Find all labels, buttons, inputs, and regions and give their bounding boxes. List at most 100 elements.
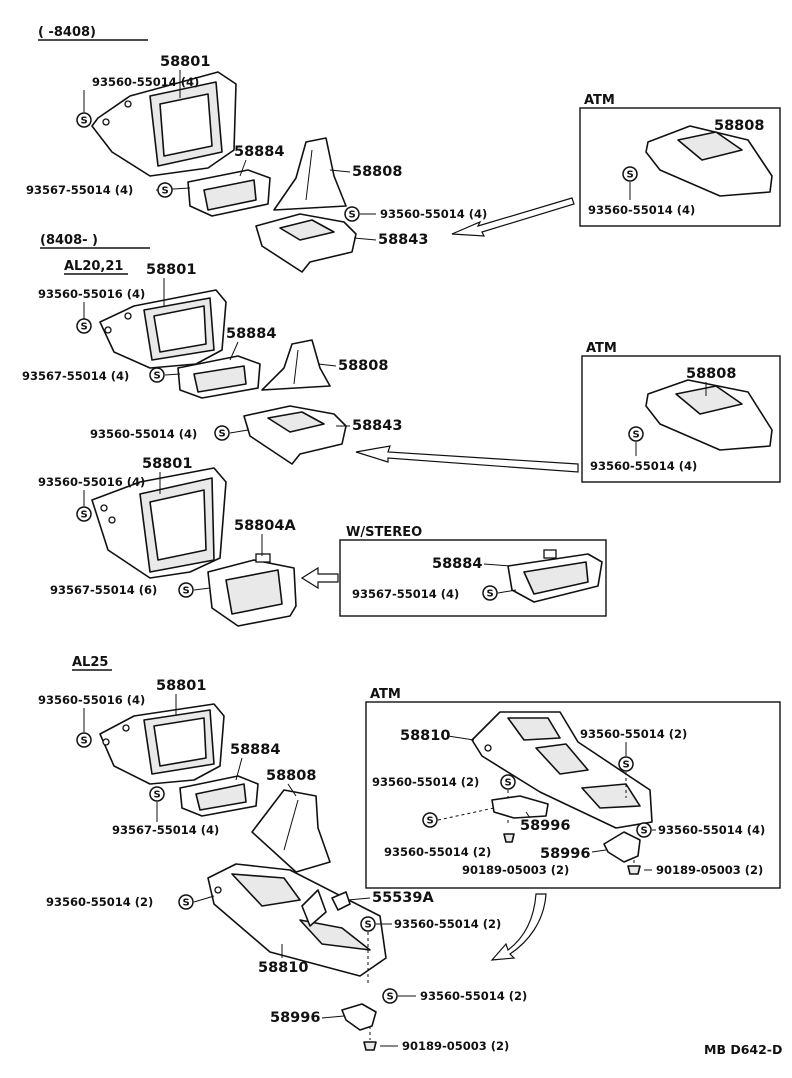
stereo-box [339, 539, 607, 617]
svg-text:S: S [633, 430, 640, 441]
clip-al25[interactable] [363, 1041, 377, 1051]
screw-symbol-atm-1: S [622, 166, 638, 182]
svg-text:S: S [162, 186, 169, 197]
model-label-al20: AL20,21 [64, 259, 123, 274]
label-fastener-atm-1: 93560-55014 (4) [588, 203, 695, 217]
svg-text:S: S [81, 116, 88, 127]
svg-text:S: S [387, 992, 394, 1003]
svg-text:S: S [627, 170, 634, 181]
stereo-label: W/STEREO [346, 525, 422, 540]
atm-box-2 [581, 355, 781, 483]
part-58801-al20[interactable] [99, 289, 227, 369]
part-58804a[interactable] [207, 553, 297, 627]
screw-symbol-stereo-3: S [482, 585, 498, 601]
label-58996-atm-2: 58996 [540, 846, 590, 862]
svg-text:S: S [623, 760, 630, 771]
label-fastener-al25-5: 93560-55014 (2) [420, 989, 527, 1003]
part-58996-atm-2[interactable] [603, 831, 641, 863]
screw-symbol-atm-2: S [628, 426, 644, 442]
label-fastener-early-1: 93560-55014 (4) [92, 75, 199, 89]
part-58801-stereo[interactable] [91, 467, 227, 579]
label-58801-al25: 58801 [156, 678, 206, 694]
leader-fastener-stereo-3 [497, 589, 517, 594]
clip-atm-2[interactable] [627, 865, 641, 875]
label-fastener-early-3: 93560-55014 (4) [380, 207, 487, 221]
svg-text:S: S [183, 586, 190, 597]
part-58808-atm-1[interactable] [645, 125, 773, 197]
leader-58808-al20 [317, 363, 337, 367]
part-58843-al20[interactable] [243, 405, 347, 465]
screw-symbol-atm3-1: S [618, 756, 634, 772]
label-fastener-atm-2: 93560-55014 (4) [590, 459, 697, 473]
label-fastener-atm3-4: 93560-55014 (4) [658, 823, 765, 837]
label-clip-atm-2: 90189-05003 (2) [656, 863, 763, 877]
svg-text:S: S [505, 778, 512, 789]
screw-symbol-al25-1: S [76, 732, 92, 748]
part-58884-al25[interactable] [179, 775, 259, 817]
arrow-atm-1 [451, 197, 575, 237]
clip-atm-1[interactable] [503, 833, 515, 843]
part-58808-boot-early[interactable] [273, 137, 347, 211]
label-58810-al25: 58810 [258, 960, 308, 976]
label-fastener-stereo-3: 93567-55014 (4) [352, 587, 459, 601]
atm-label-3: ATM [370, 687, 401, 702]
part-58996-al25[interactable] [341, 1003, 377, 1031]
leader-58884-early [239, 159, 247, 177]
label-58801-early: 58801 [160, 54, 210, 70]
svg-text:S: S [81, 736, 88, 747]
part-58808-atm-2[interactable] [645, 379, 773, 451]
part-58884-stereo[interactable] [507, 549, 603, 603]
arrow-atm-3 [490, 893, 547, 961]
label-clip-al25: 90189-05003 (2) [402, 1039, 509, 1053]
label-fastener-al20-3: 93560-55014 (4) [90, 427, 197, 441]
leader-58884-stereo [483, 563, 511, 567]
part-58810-atm[interactable] [471, 711, 653, 829]
label-58808-early: 58808 [352, 164, 402, 180]
leader-fastener-stereo-2 [193, 587, 211, 591]
screw-symbol-early-1: S [76, 112, 92, 128]
part-58808-boot-al20[interactable] [261, 339, 331, 391]
svg-text:S: S [365, 920, 372, 931]
label-58884-stereo: 58884 [432, 556, 482, 572]
leader-fastener-al25-3 [193, 895, 215, 903]
leader-fastener-al20-2 [164, 373, 181, 376]
svg-text:S: S [154, 371, 161, 382]
label-58808-al25: 58808 [266, 768, 316, 784]
screw-symbol-early-3: S [344, 206, 360, 222]
leader-58996-atm-1 [525, 811, 531, 819]
screw-symbol-al25-4: S [360, 916, 376, 932]
label-clip-atm-1: 90189-05003 (2) [462, 863, 569, 877]
part-58996-atm-1[interactable] [491, 795, 549, 819]
label-fastener-al20-2: 93567-55014 (4) [22, 369, 129, 383]
part-58810-al25[interactable] [207, 863, 387, 977]
svg-text:S: S [487, 589, 494, 600]
part-58884-early[interactable] [187, 169, 271, 217]
part-58801-early[interactable] [91, 71, 237, 177]
label-58801-stereo: 58801 [142, 456, 192, 472]
screw-symbol-al20-3: S [214, 425, 230, 441]
label-58843-al20: 58843 [352, 418, 402, 434]
label-58808-atm-2: 58808 [686, 366, 736, 382]
label-fastener-atm3-3: 93560-55014 (2) [384, 845, 491, 859]
screw-symbol-al25-2: S [149, 786, 165, 802]
screw-symbol-al20-2: S [149, 367, 165, 383]
part-55539a[interactable] [331, 891, 351, 911]
part-58843-early[interactable] [255, 213, 357, 273]
svg-text:S: S [427, 816, 434, 827]
label-fastener-early-2: 93567-55014 (4) [26, 183, 133, 197]
part-58808-boot-al25[interactable] [251, 789, 331, 873]
arrow-stereo [300, 566, 339, 590]
label-58884-al25: 58884 [230, 742, 280, 758]
screw-symbol-al25-3: S [178, 894, 194, 910]
leader-58810-atm [447, 735, 475, 741]
svg-text:S: S [219, 429, 226, 440]
label-55539a: 55539A [372, 890, 434, 906]
part-58884-al20[interactable] [177, 355, 261, 399]
label-fastener-stereo-2: 93567-55014 (6) [50, 583, 157, 597]
label-fastener-al25-2: 93567-55014 (4) [112, 823, 219, 837]
part-58801-al25[interactable] [99, 703, 225, 785]
svg-text:S: S [641, 826, 648, 837]
svg-text:S: S [154, 790, 161, 801]
label-fastener-al25-3: 93560-55014 (2) [46, 895, 153, 909]
label-58884-early: 58884 [234, 144, 284, 160]
